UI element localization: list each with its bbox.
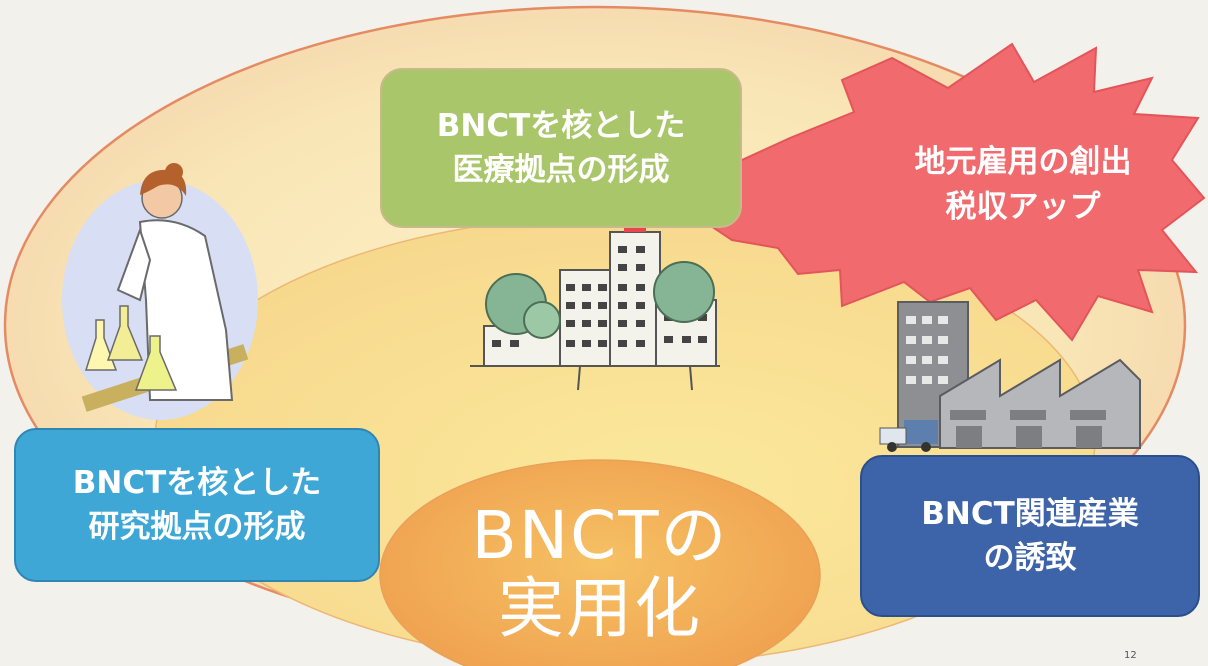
burst-line1: 地元雇用の創出 (914, 144, 1132, 180)
scientist-illustration (62, 163, 258, 420)
inner-ellipse (379, 459, 821, 666)
burst-shape (686, 42, 1206, 342)
burst-label: 地元雇用の創出 税収アップ (858, 140, 1188, 230)
page-number: 12 (1124, 650, 1137, 661)
industry-box: BNCT関連産業 の誘致 (860, 455, 1200, 617)
medical-hub-line2: 医療拠点の形成 (452, 152, 670, 188)
research-hub-line2: 研究拠点の形成 (88, 509, 306, 545)
hospital-icon: H (470, 208, 720, 391)
medical-hub-line1: BNCTを核とした (436, 107, 686, 144)
center-line2: 実用化 (498, 569, 702, 647)
research-hub-line1: BNCTを核とした (72, 464, 322, 501)
center-label: BNCTの 実用化 (410, 497, 790, 647)
industry-line1: BNCT関連産業 (921, 495, 1139, 532)
medical-hub-box: BNCTを核とした 医療拠点の形成 (380, 68, 742, 228)
factory-icon (879, 301, 1141, 452)
research-hub-box: BNCTを核とした 研究拠点の形成 (14, 428, 380, 582)
industry-line2: の誘致 (983, 540, 1077, 576)
burst-line2: 税収アップ (945, 188, 1101, 225)
center-line1: BNCTの (471, 497, 729, 574)
